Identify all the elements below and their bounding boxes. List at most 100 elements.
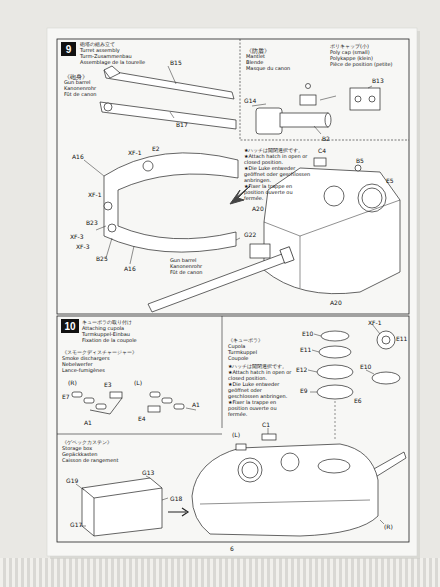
part-number: 6 (230, 546, 234, 553)
cupola-parts (262, 324, 400, 440)
step-frame (57, 316, 409, 542)
part-number: (R) (384, 524, 393, 531)
instruction-text: Caisson de rangement (62, 458, 118, 464)
part-number: B5 (356, 158, 364, 165)
part-number: E7 (62, 394, 70, 401)
part-number: A16 (124, 266, 136, 273)
smoke-dischargers (72, 392, 196, 414)
instruction-text: ★Fixer la trappe en position ouverte ou … (228, 400, 292, 417)
instruction-text: Blende (246, 60, 263, 66)
turret-step-10 (192, 444, 406, 536)
instruction-text: Cupola (228, 344, 245, 350)
instruction-text: 砲塔の組み立て (80, 42, 115, 48)
part-number: C4 (318, 148, 326, 155)
step-number-text: 9 (66, 44, 72, 55)
part-number: G13 (142, 470, 154, 477)
instruction-text: Turret assembly (80, 48, 120, 54)
mantlet-parts (252, 84, 380, 135)
instruction-text: Storage box (62, 446, 92, 452)
part-number: XF-1 (128, 150, 142, 157)
part-number: (R) (68, 380, 77, 387)
instruction-text: 《キューポラ》 (228, 338, 263, 344)
part-number: XF-3 (76, 244, 90, 251)
part-number: G18 (170, 496, 182, 503)
instruction-text: ★Attach hatch in open or closed position… (244, 154, 312, 166)
part-number: A1 (84, 420, 92, 427)
part-number: G17 (70, 522, 82, 529)
part-number: E10 (360, 364, 371, 371)
instruction-text: Poly cap (small) (330, 50, 370, 56)
instruction-text: Pièce de position (petite) (330, 62, 393, 68)
instruction-text: ★Attach hatch in open or closed position… (228, 370, 292, 382)
part-number: G22 (244, 232, 256, 239)
step-frame (57, 39, 409, 314)
instruction-text: 《ゲベックカステン》 (62, 440, 112, 446)
part-number: E6 (354, 398, 362, 405)
part-number: E9 (300, 388, 308, 395)
instruction-text: Fût de canon (64, 92, 96, 98)
part-number: G19 (66, 478, 78, 485)
instruction-text: ★ハッチは開閉選択です。 (228, 364, 292, 370)
instruction-text: Fût de canon (170, 270, 202, 276)
part-number: E11 (300, 347, 311, 354)
instruction-text: キューポラの取り付け (82, 320, 132, 326)
part-number: C1 (262, 422, 270, 429)
instruction-text: ★ハッチは開閉選択です。 (244, 148, 312, 154)
step-number: 9 (61, 42, 76, 56)
part-number: XF-1 (88, 192, 102, 199)
part-number: B13 (372, 78, 384, 85)
part-number: G14 (244, 98, 256, 105)
instruction-text: Mantlet (246, 54, 265, 60)
part-number: B2 (322, 136, 330, 143)
turret-ring (84, 153, 240, 264)
long-gun-barrel (148, 247, 294, 312)
instruction-text: Kanonenrohr (64, 86, 96, 92)
instruction-text: 《スモークディスチャージャー》 (62, 350, 137, 356)
instruction-text: Masque du canon (246, 66, 290, 72)
instruction-text: Turmkuppel-Einbau (82, 332, 130, 338)
part-number: (L) (134, 380, 142, 387)
instruction-text: Nebelwerfer (62, 362, 93, 368)
instruction-text: ★Fixer la trappe en position ouverte ou … (244, 184, 312, 201)
instruction-text: ★Die Luke entweder geöffnet oder geschlo… (244, 166, 312, 183)
step-number: 10 (61, 319, 79, 333)
part-number: E3 (104, 382, 112, 389)
instruction-text: Assemblage de la tourelle (80, 60, 145, 66)
part-number: E2 (152, 146, 160, 153)
part-number: A16 (72, 154, 84, 161)
turret-upper (250, 158, 400, 294)
part-number: B23 (86, 220, 98, 227)
part-number: B25 (96, 256, 108, 263)
instruction-text: Gun barrel (170, 258, 196, 264)
instruction-text: Attaching cupola (82, 326, 124, 332)
radiator (0, 558, 440, 587)
part-number: A1 (192, 402, 200, 409)
part-number: B17 (176, 122, 188, 129)
step-number-text: 10 (64, 321, 75, 332)
paper-sheet (47, 28, 417, 556)
instruction-text: ★Die Luke entweder geöffnet oder geschlo… (228, 382, 292, 399)
part-number: E5 (386, 178, 394, 185)
part-number: B15 (170, 60, 182, 67)
part-number: XF-3 (70, 234, 84, 241)
part-number: E12 (296, 367, 307, 374)
part-number: E4 (138, 416, 146, 423)
instruction-text: Coupole (228, 356, 248, 362)
instruction-text: Gun barrel (64, 80, 90, 86)
instruction-text: Turmkuppel (228, 350, 257, 356)
instruction-text: Kanonenrohr (170, 264, 202, 270)
instruction-text: Gepäckkasten (62, 452, 98, 458)
instruction-text: Turm-Zusammenbau (80, 54, 132, 60)
instruction-text: Polykappe (klein) (330, 56, 373, 62)
part-number: A20 (252, 206, 264, 213)
part-number: E10 (302, 331, 313, 338)
storage-box (76, 476, 188, 536)
part-number: A20 (330, 300, 342, 307)
instruction-text: ポリキャップ(小) (330, 44, 369, 50)
instruction-text: Fixation de la coupole (82, 338, 137, 344)
gun-barrel-halves (100, 66, 236, 129)
instruction-text: Smoke dischargers (62, 356, 110, 362)
instruction-text: Lance-fumigènes (62, 368, 105, 374)
part-number: (L) (232, 432, 240, 439)
part-number: XF-1 (368, 320, 382, 327)
